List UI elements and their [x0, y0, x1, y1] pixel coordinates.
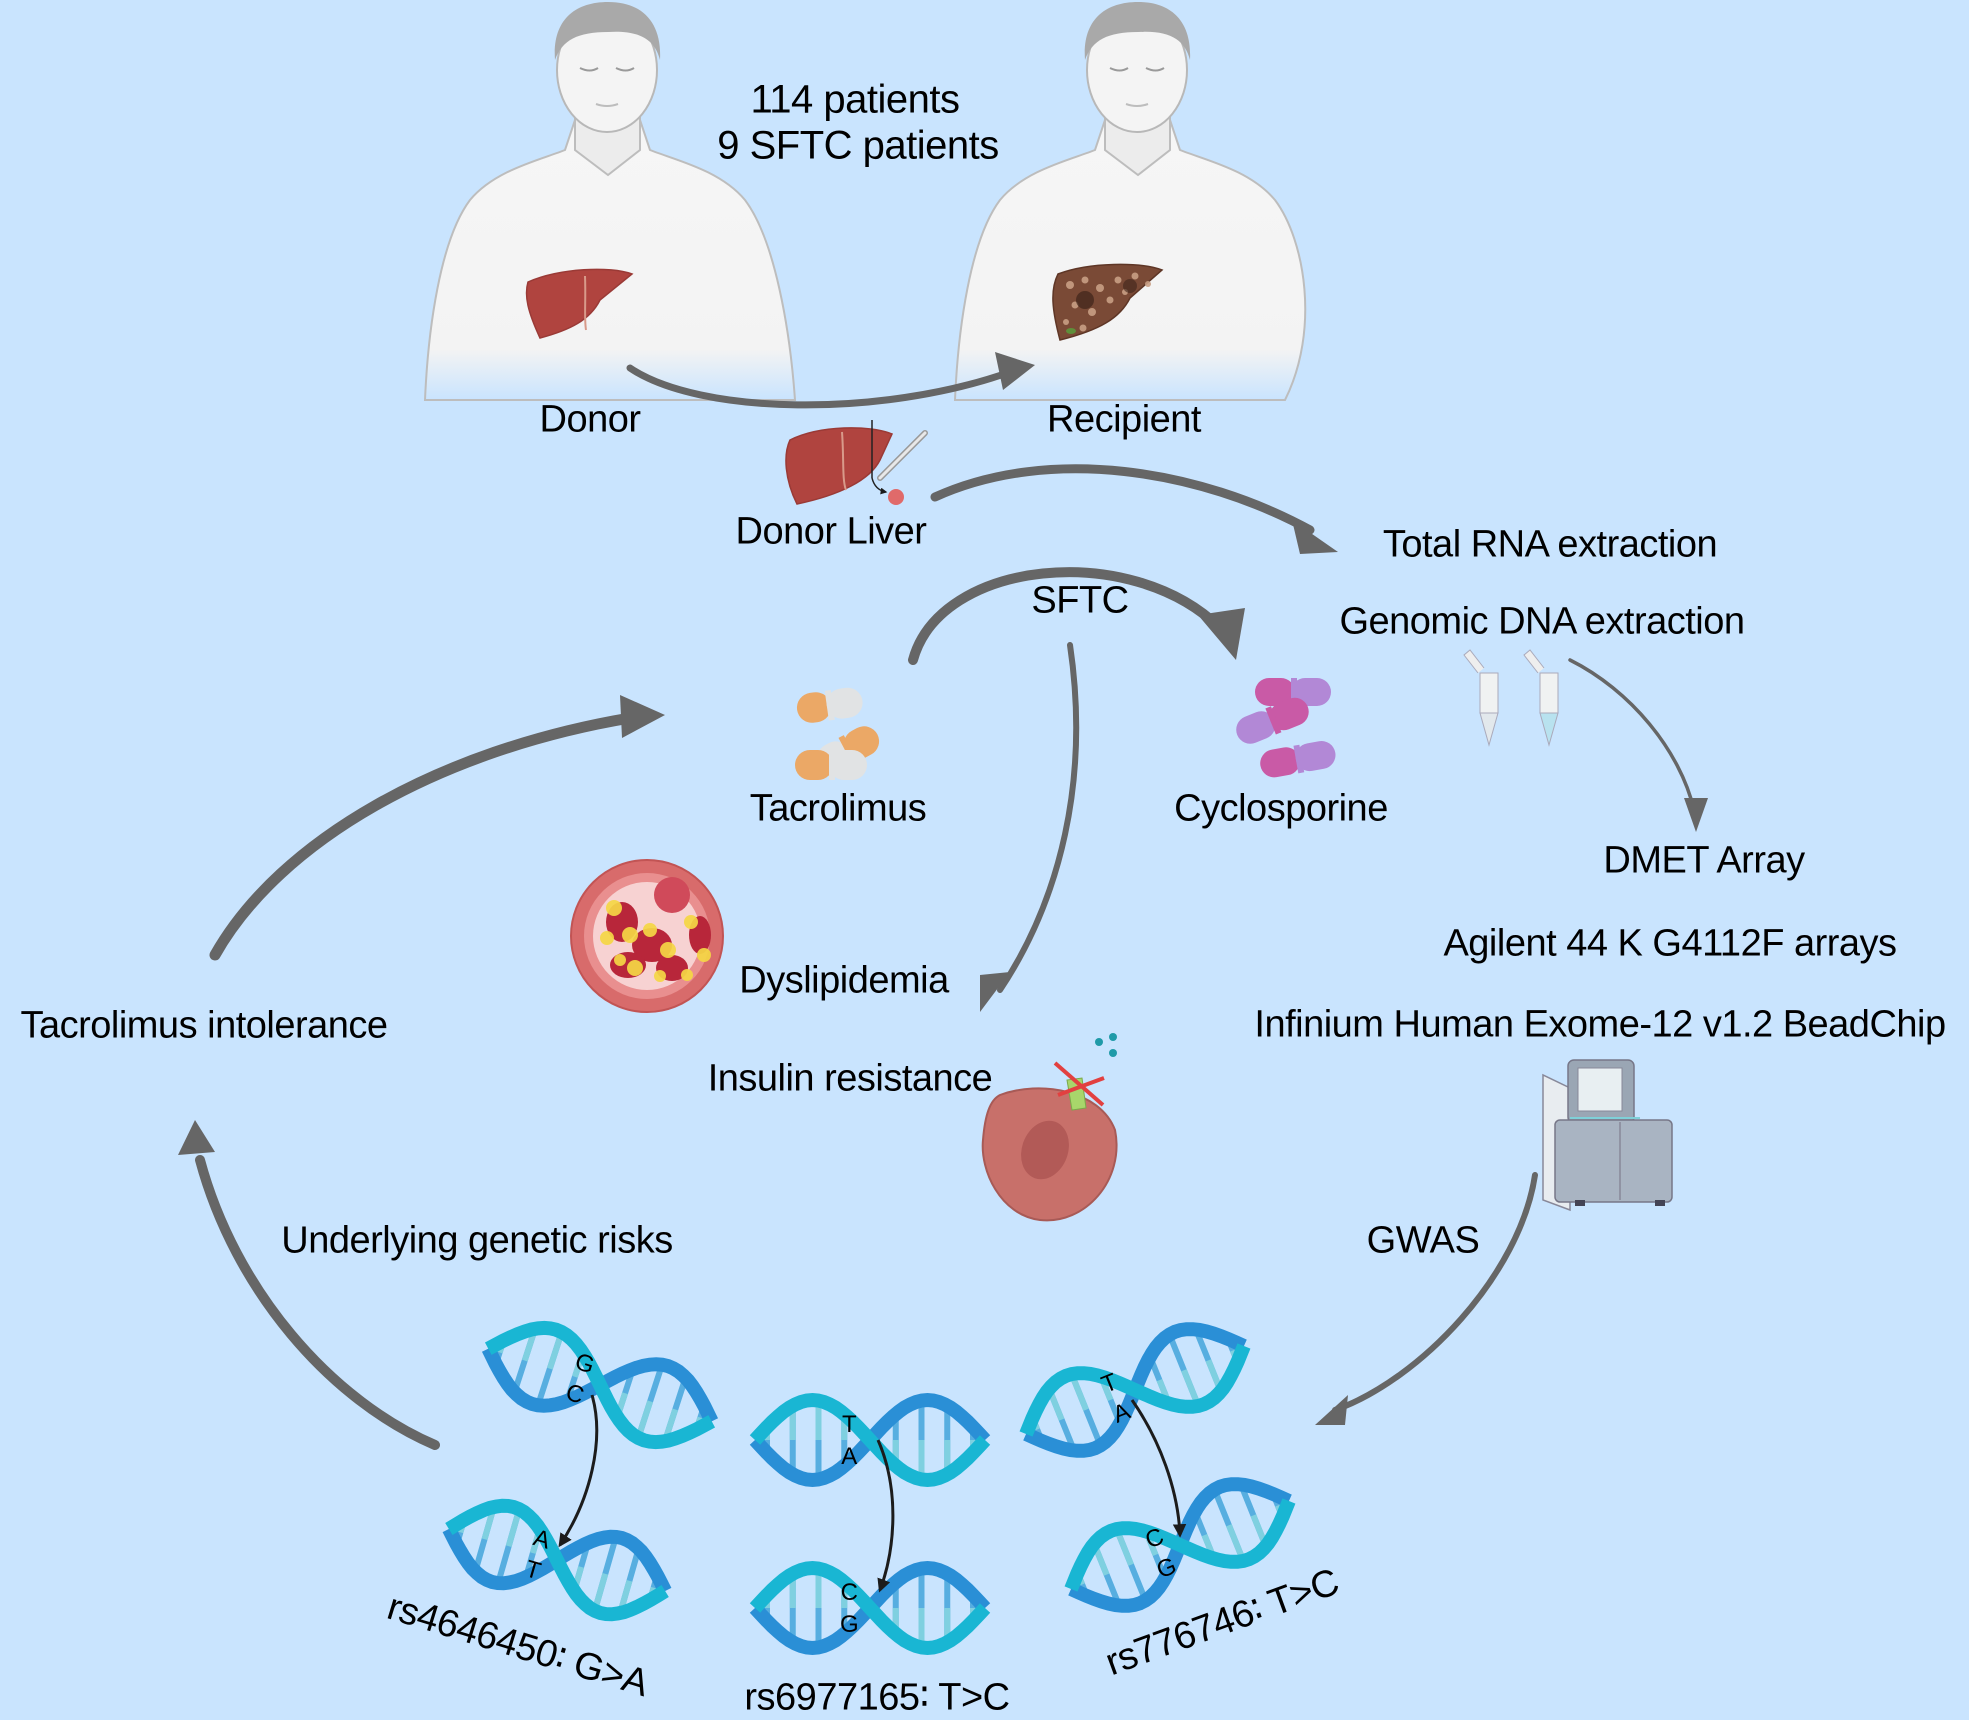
cyclosporine-label: Cyclosporine — [1174, 787, 1388, 830]
arrow-liver-to-rna — [930, 464, 1315, 535]
arrow-tacrolimus-to-cyclosporine — [908, 567, 1225, 665]
snp-label-2: rs6977165∶ T>C — [744, 1676, 1010, 1719]
arrow-donor-to-recipient — [626, 364, 1014, 409]
mutation-arrow-1 — [558, 1394, 599, 1548]
tacrolimus-label: Tacrolimus — [749, 787, 927, 830]
recipient-label: Recipient — [1047, 398, 1201, 441]
dna-helix-rs4646450-variant: AT — [442, 1498, 672, 1622]
donor-liver-label: Donor Liver — [735, 510, 927, 553]
sftc-label: SFTC — [1031, 579, 1129, 622]
dna-helix-rs6977165-variant: CG — [749, 1560, 991, 1656]
base-letter: A — [530, 1524, 553, 1554]
dmet-array-label: DMET Array — [1603, 839, 1805, 882]
base-letter: C — [562, 1379, 587, 1410]
base-letter: C — [1141, 1523, 1167, 1555]
insulin-resistance-label: Insulin resistance — [707, 1057, 993, 1100]
base-letter: G — [840, 1611, 859, 1638]
genomic-dna-extraction-label: Genomic DNA extraction — [1339, 600, 1745, 643]
cohort-sftc-label: 9 SFTC patients — [717, 123, 999, 168]
cohort-total-label: 114 patients — [750, 77, 960, 122]
gwas-label: GWAS — [1366, 1219, 1480, 1262]
base-letter: C — [841, 1579, 858, 1606]
arrow-dna-to-intolerance — [195, 1155, 440, 1450]
dna-helix-rs776746-variant: CG — [1064, 1477, 1296, 1613]
base-letter: A — [841, 1443, 857, 1470]
sample-tubes-icon — [1463, 649, 1559, 747]
mutation-arrow-3 — [1130, 1399, 1187, 1538]
donor-figure-icon — [423, 2, 797, 401]
genetic-risks-label: Underlying genetic risks — [281, 1219, 673, 1262]
arrow-tubes-to-dmet — [1568, 658, 1696, 812]
recipient-figure-icon — [953, 2, 1307, 401]
tacrolimus-pills-icon — [795, 687, 880, 780]
arrow-sftc-to-side-effects — [997, 642, 1080, 993]
arrow-intolerance-to-tacrolimus — [209, 712, 636, 961]
insulin-resistant-cell-icon — [981, 1033, 1118, 1222]
dna-helix-rs776746-reference: TA — [1019, 1322, 1251, 1458]
base-letter: T — [842, 1411, 857, 1438]
flow-arrows — [195, 364, 1696, 1450]
mutation-arrow-2 — [876, 1439, 895, 1593]
dna-helix-rs6977165-reference: TA — [749, 1392, 991, 1488]
dyslipidemia-label: Dyslipidemia — [739, 959, 949, 1002]
arrow-gwas-to-dna — [1332, 1172, 1538, 1413]
arrow-heads — [178, 352, 1708, 1425]
dna-helix-rs4646450-reference: GC — [481, 1320, 719, 1450]
total-rna-extraction-label: Total RNA extraction — [1382, 523, 1718, 566]
cyclosporine-pills-icon — [1236, 678, 1336, 778]
infinium-beadchip-label: Infinium Human Exome-12 v1.2 BeadChip — [1254, 1003, 1946, 1046]
blood-vessel-lipids-icon — [570, 859, 724, 1013]
donor-liver-biopsy-icon — [785, 420, 928, 505]
agilent-array-label: Agilent 44 K G4112F arrays — [1443, 922, 1897, 965]
microarray-scanner-icon — [1542, 1059, 1673, 1212]
donor-label: Donor — [539, 398, 642, 441]
tacrolimus-intolerance-label: Tacrolimus intolerance — [20, 1004, 388, 1047]
